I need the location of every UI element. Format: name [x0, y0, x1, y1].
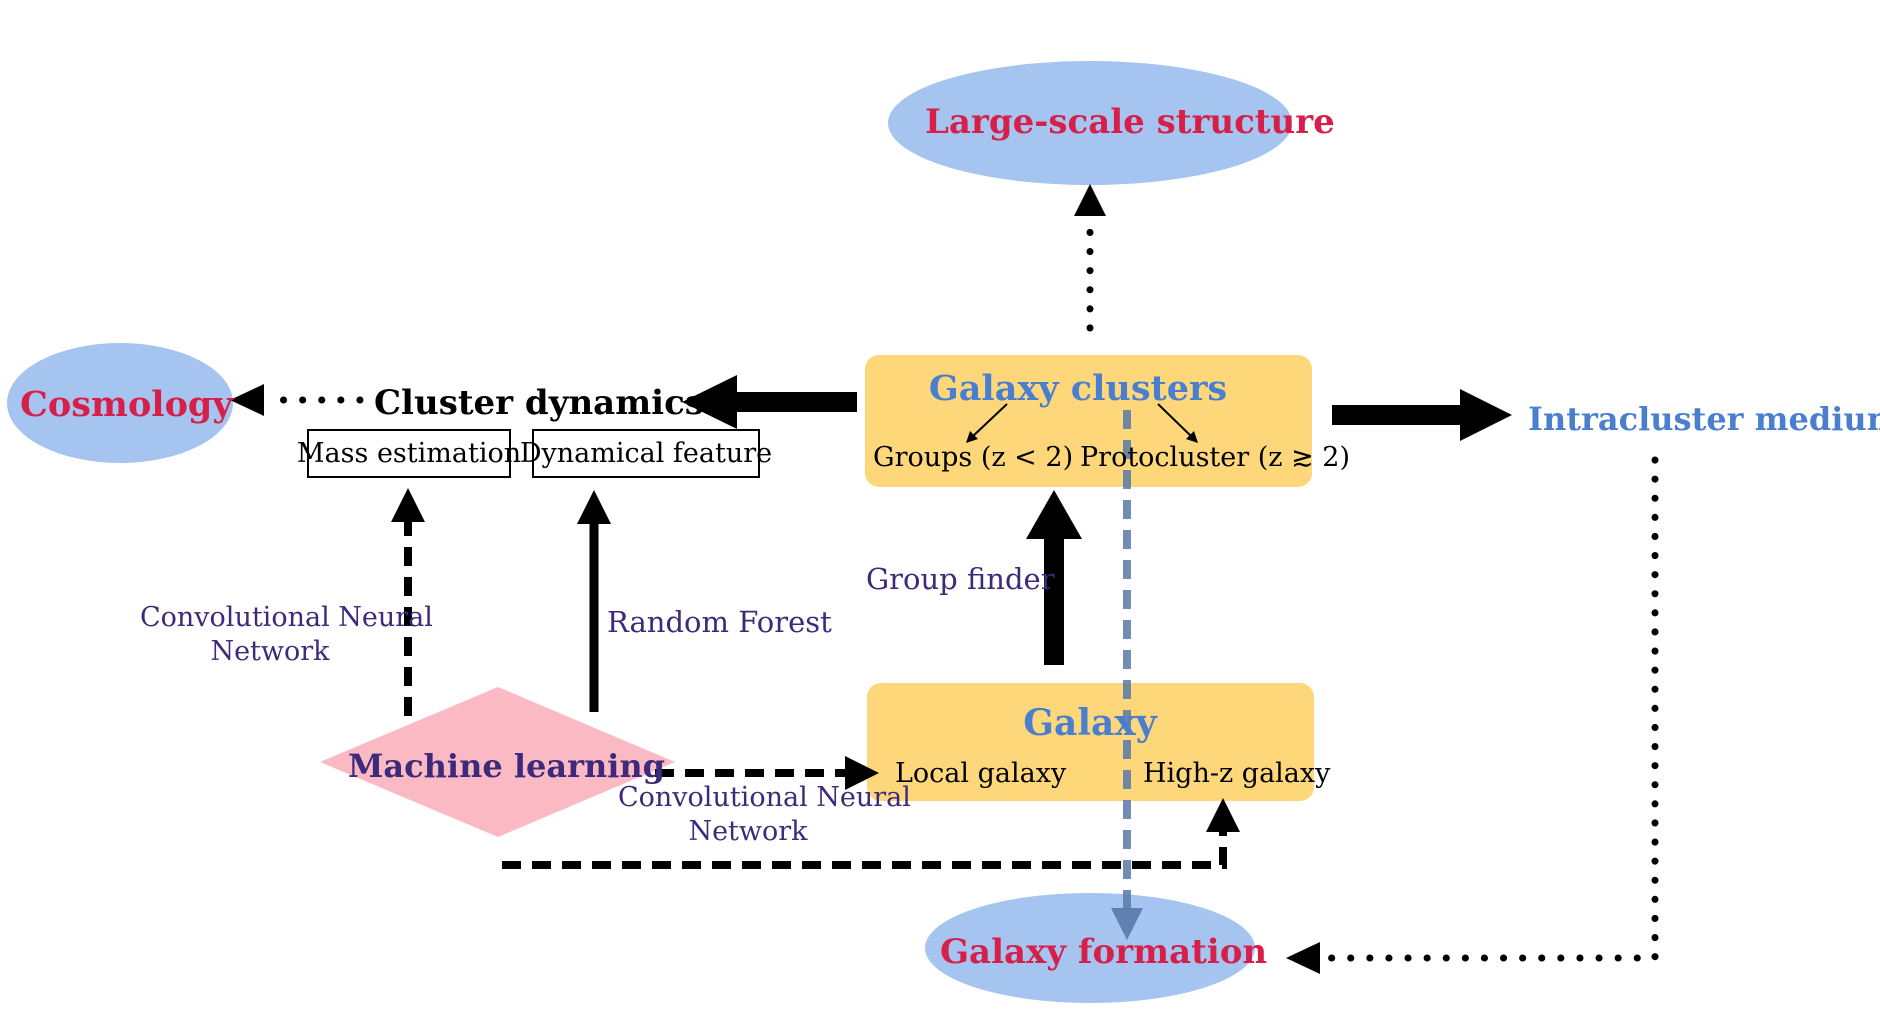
galaxy-formation-label: Galaxy formation [940, 932, 1268, 972]
intracluster-medium-label: Intracluster medium [1528, 400, 1880, 438]
protocluster-label: Protocluster (z ≳ 2) [1080, 442, 1351, 473]
galaxy-clusters-label: Galaxy clusters [928, 368, 1228, 409]
arrowhead-galaxy-formation-down [1111, 908, 1143, 940]
cnn-bottom-label-line2: Network [688, 816, 808, 847]
arrowhead-groups [966, 431, 978, 443]
random-forest-label: Random Forest [607, 605, 832, 639]
group-finder-label: Group finder [866, 562, 1055, 596]
cluster-dynamics-label: Cluster dynamics [374, 383, 704, 423]
arrow-icm-to-galaxy-formation [1326, 456, 1659, 962]
arrowhead-dynamical-feature [577, 490, 611, 524]
local-galaxy-label: Local galaxy [895, 758, 1067, 789]
arrow-clusters-to-dynamics [735, 392, 857, 412]
cnn-left-label-line1: Convolutional Neural [140, 602, 433, 633]
arrow-ml-to-high-z-galaxy [502, 830, 1227, 869]
arrowhead-lss [1074, 184, 1106, 216]
arrowhead-mass-estimation [391, 488, 425, 522]
mass-estimation-box: Mass estimation [297, 429, 521, 478]
arrowhead-high-z-galaxy [1206, 798, 1240, 832]
arrow-clusters-to-icm [1332, 405, 1462, 425]
arrow-to-groups [971, 403, 1008, 438]
arrowhead-clusters-up [1026, 490, 1082, 539]
large-scale-structure-ellipse [888, 61, 1292, 185]
cnn-bottom-label-line1: Convolutional Neural [618, 782, 911, 813]
machine-learning-diamond [320, 687, 675, 837]
arrowhead-galaxy-formation-right [1286, 942, 1320, 974]
arrowhead-local-galaxy [845, 756, 879, 790]
groups-label: Groups (z < 2) [873, 442, 1074, 473]
cosmology-label: Cosmology [20, 384, 233, 425]
galaxy-formation-ellipse [925, 893, 1255, 1003]
cosmology-ellipse [7, 343, 233, 463]
machine-learning-label: Machine learning [348, 747, 665, 785]
arrowhead-protocluster [1186, 431, 1198, 443]
dynamical-feature-box: Dynamical feature [520, 429, 772, 478]
galaxy-clusters-box [865, 355, 1312, 487]
arrowhead-cosmology [230, 384, 264, 416]
large-scale-structure-label: Large-scale structure [925, 102, 1335, 142]
arrowhead-icm [1460, 389, 1512, 441]
cnn-left-label-line2: Network [210, 636, 330, 667]
arrow-to-protocluster [1157, 403, 1193, 438]
arrowhead-dynamics [682, 375, 737, 429]
galaxy-box [867, 683, 1314, 801]
galaxy-label: Galaxy [1023, 702, 1157, 744]
high-z-galaxy-label: High-z galaxy [1143, 758, 1331, 789]
arrow-galaxy-to-clusters [1044, 537, 1064, 665]
